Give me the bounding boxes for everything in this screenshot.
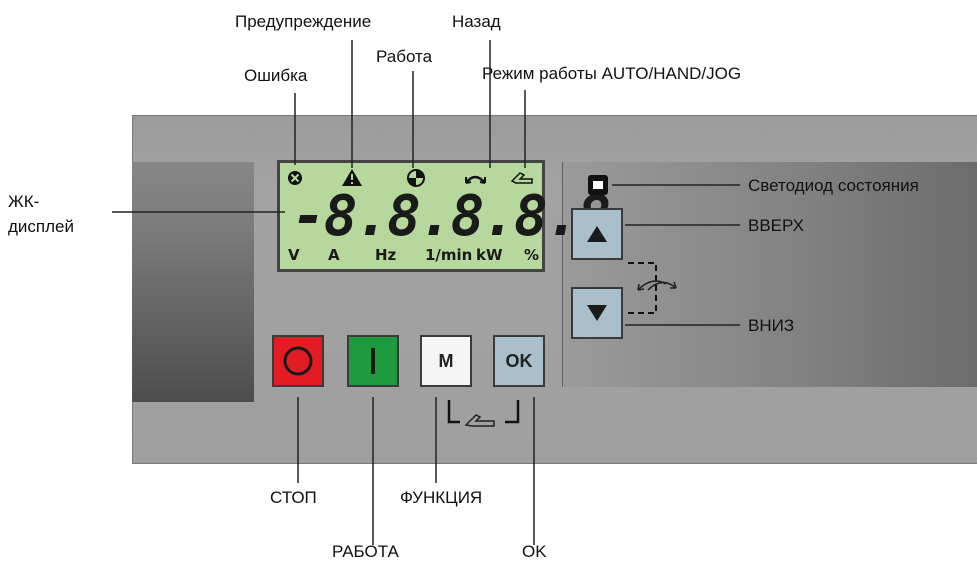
warning-icon (342, 169, 362, 186)
arrow-down-icon (587, 305, 607, 321)
label-running: Работа (376, 47, 433, 66)
unit-kilowatt: kW (476, 246, 503, 264)
hand-icon (510, 172, 533, 184)
unit-percent: % (524, 246, 540, 264)
arrow-up-icon (587, 226, 607, 242)
running-icon (407, 169, 425, 187)
down-button[interactable] (571, 287, 623, 339)
label-status-led: Светодиод состояния (748, 176, 919, 195)
status-led (588, 175, 608, 195)
label-lcd-line1: ЖК- (8, 192, 40, 211)
unit-hertz: Hz (375, 246, 397, 264)
ok-button-label: OK (505, 350, 533, 371)
stop-ring-icon (283, 346, 313, 376)
label-error: Ошибка (244, 66, 308, 85)
reverse-arrows-icon (637, 280, 677, 291)
lcd-display: -8.8.8.8.8 V A Hz 1/min kW % (277, 160, 611, 272)
label-back: Назад (452, 12, 501, 31)
function-button[interactable]: M (420, 335, 472, 387)
back-icon (465, 175, 486, 184)
label-ok: OK (522, 542, 547, 561)
label-run: РАБОТА (332, 542, 399, 561)
label-lcd-line2: дисплей (8, 217, 74, 236)
error-icon (288, 171, 302, 185)
ok-button[interactable]: OK (493, 335, 545, 387)
stop-button[interactable] (272, 335, 324, 387)
label-function: ФУНКЦИЯ (400, 488, 483, 507)
hand-mode-icon (464, 414, 495, 427)
label-mode: Режим работы AUTO/HAND/JOG (482, 64, 742, 83)
label-stop: СТОП (270, 488, 317, 507)
run-bar-icon (371, 348, 375, 374)
unit-volt: V (288, 246, 300, 264)
unit-ampere: A (328, 246, 340, 264)
left-housing (132, 162, 254, 402)
run-button[interactable] (347, 335, 399, 387)
label-down: ВНИЗ (748, 316, 795, 335)
label-up: ВВЕРХ (748, 216, 804, 235)
label-warning: Предупреждение (235, 12, 372, 31)
right-housing (562, 162, 977, 387)
function-button-label: M (438, 350, 454, 371)
up-button[interactable] (571, 208, 623, 260)
unit-rpm: 1/min (425, 246, 473, 264)
